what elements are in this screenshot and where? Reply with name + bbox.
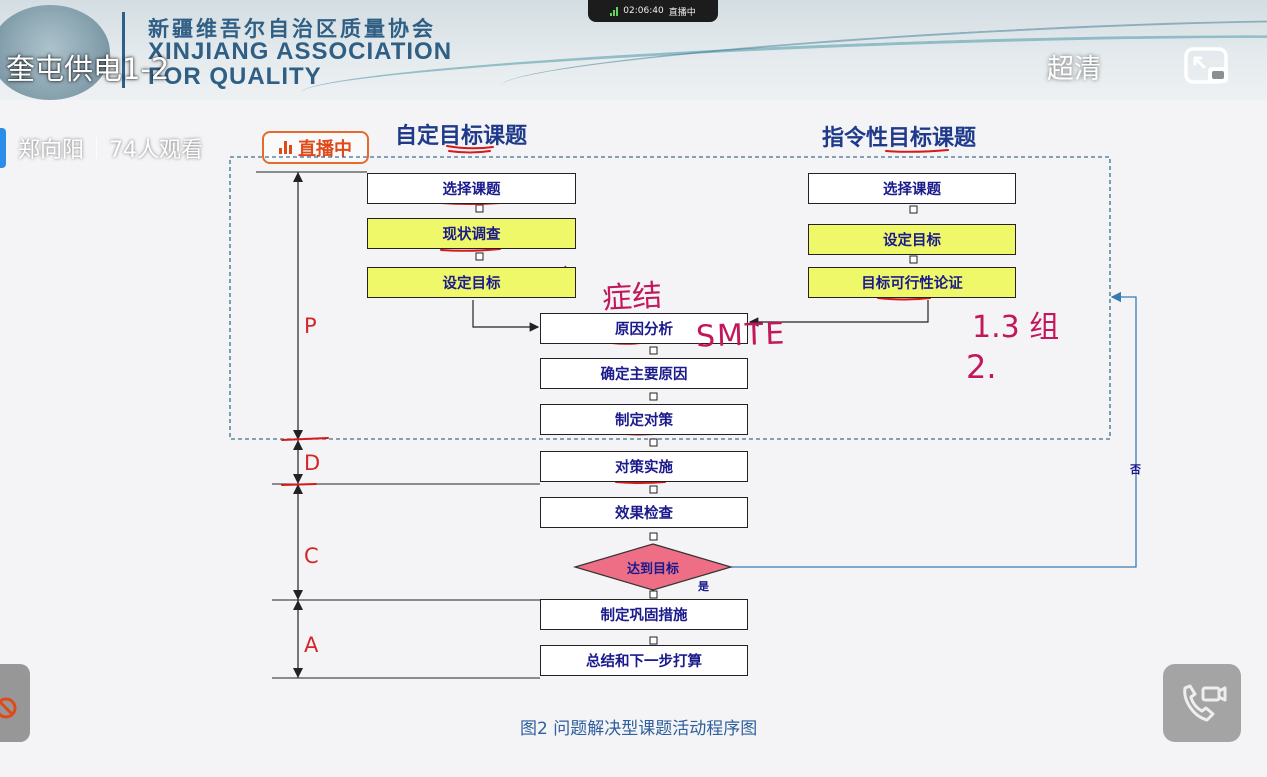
divider (96, 138, 98, 158)
decision-no-label: 否 (1130, 463, 1141, 476)
status-time: 02:06:40 (623, 6, 664, 16)
handwriting-crux: 症结 (601, 278, 664, 317)
step-summary-plan: 总结和下一步打算 (540, 645, 748, 676)
step-consolidation: 制定巩固措施 (540, 599, 748, 630)
handwriting-smte: SMTE (695, 316, 787, 355)
live-bars-icon (279, 141, 292, 154)
picture-in-picture-button[interactable] (1183, 45, 1231, 87)
phase-label-c: C (304, 544, 319, 568)
step-cause-analysis: 原因分析 (540, 313, 748, 344)
host-name[interactable]: 郑向阳 (18, 138, 85, 163)
right-step-feasibility: 目标可行性论证 (808, 267, 1016, 298)
org-name-en-line1: XINJIANG ASSOCIATION (148, 38, 453, 65)
decision-reach-target: 达到目标 (626, 561, 679, 577)
left-step-set-target: 设定目标 (367, 267, 576, 298)
step-main-cause: 确定主要原因 (540, 358, 748, 389)
left-column-title: 自定目标课题 (395, 124, 528, 149)
signal-icon (610, 6, 619, 16)
step-countermeasure: 制定对策 (540, 404, 748, 435)
phase-label-d: D (304, 451, 321, 475)
viewer-count: 74人观看 (109, 138, 204, 163)
org-name-en-line2: FOR QUALITY (148, 63, 322, 90)
side-floating-button[interactable] (0, 664, 30, 742)
video-title: 奎屯供电1-2 (6, 52, 170, 86)
left-step-survey: 现状调查 (367, 218, 576, 249)
step-implementation: 对策实施 (540, 451, 748, 482)
right-column-title: 指令性目标课题 (822, 126, 977, 151)
video-call-icon (1183, 684, 1227, 722)
host-info: 郑向阳 74人观看 (0, 128, 203, 168)
live-badge: 直播中 (262, 131, 369, 164)
pip-icon (1184, 47, 1228, 84)
figure-caption: 图2 问题解决型课题活动程序图 (520, 719, 758, 739)
association-logo-icon (0, 5, 110, 100)
right-step-select-topic: 选择课题 (808, 173, 1016, 204)
phase-label-p: P (304, 314, 317, 338)
live-status-pill: 02:06:40 直播中 (588, 0, 718, 22)
left-step-select-topic: 选择课题 (367, 173, 576, 204)
handwriting-note-2: 2. (966, 348, 997, 386)
status-text: 直播中 (668, 7, 696, 18)
phase-label-a: A (304, 633, 319, 657)
mute-icon (0, 697, 17, 719)
live-badge-text: 直播中 (298, 138, 352, 160)
step-effect-check: 效果检查 (540, 497, 748, 528)
quality-button[interactable]: 超清 (1047, 54, 1101, 85)
call-button[interactable] (1163, 664, 1241, 742)
handwriting-note-1: 1.3 组 (972, 310, 1060, 345)
decision-yes-label: 是 (698, 580, 709, 593)
org-name-cn: 新疆维吾尔自治区质量协会 (148, 17, 436, 41)
host-avatar-edge[interactable] (0, 128, 6, 168)
right-step-set-target: 设定目标 (808, 224, 1016, 255)
logo-divider (122, 12, 125, 88)
